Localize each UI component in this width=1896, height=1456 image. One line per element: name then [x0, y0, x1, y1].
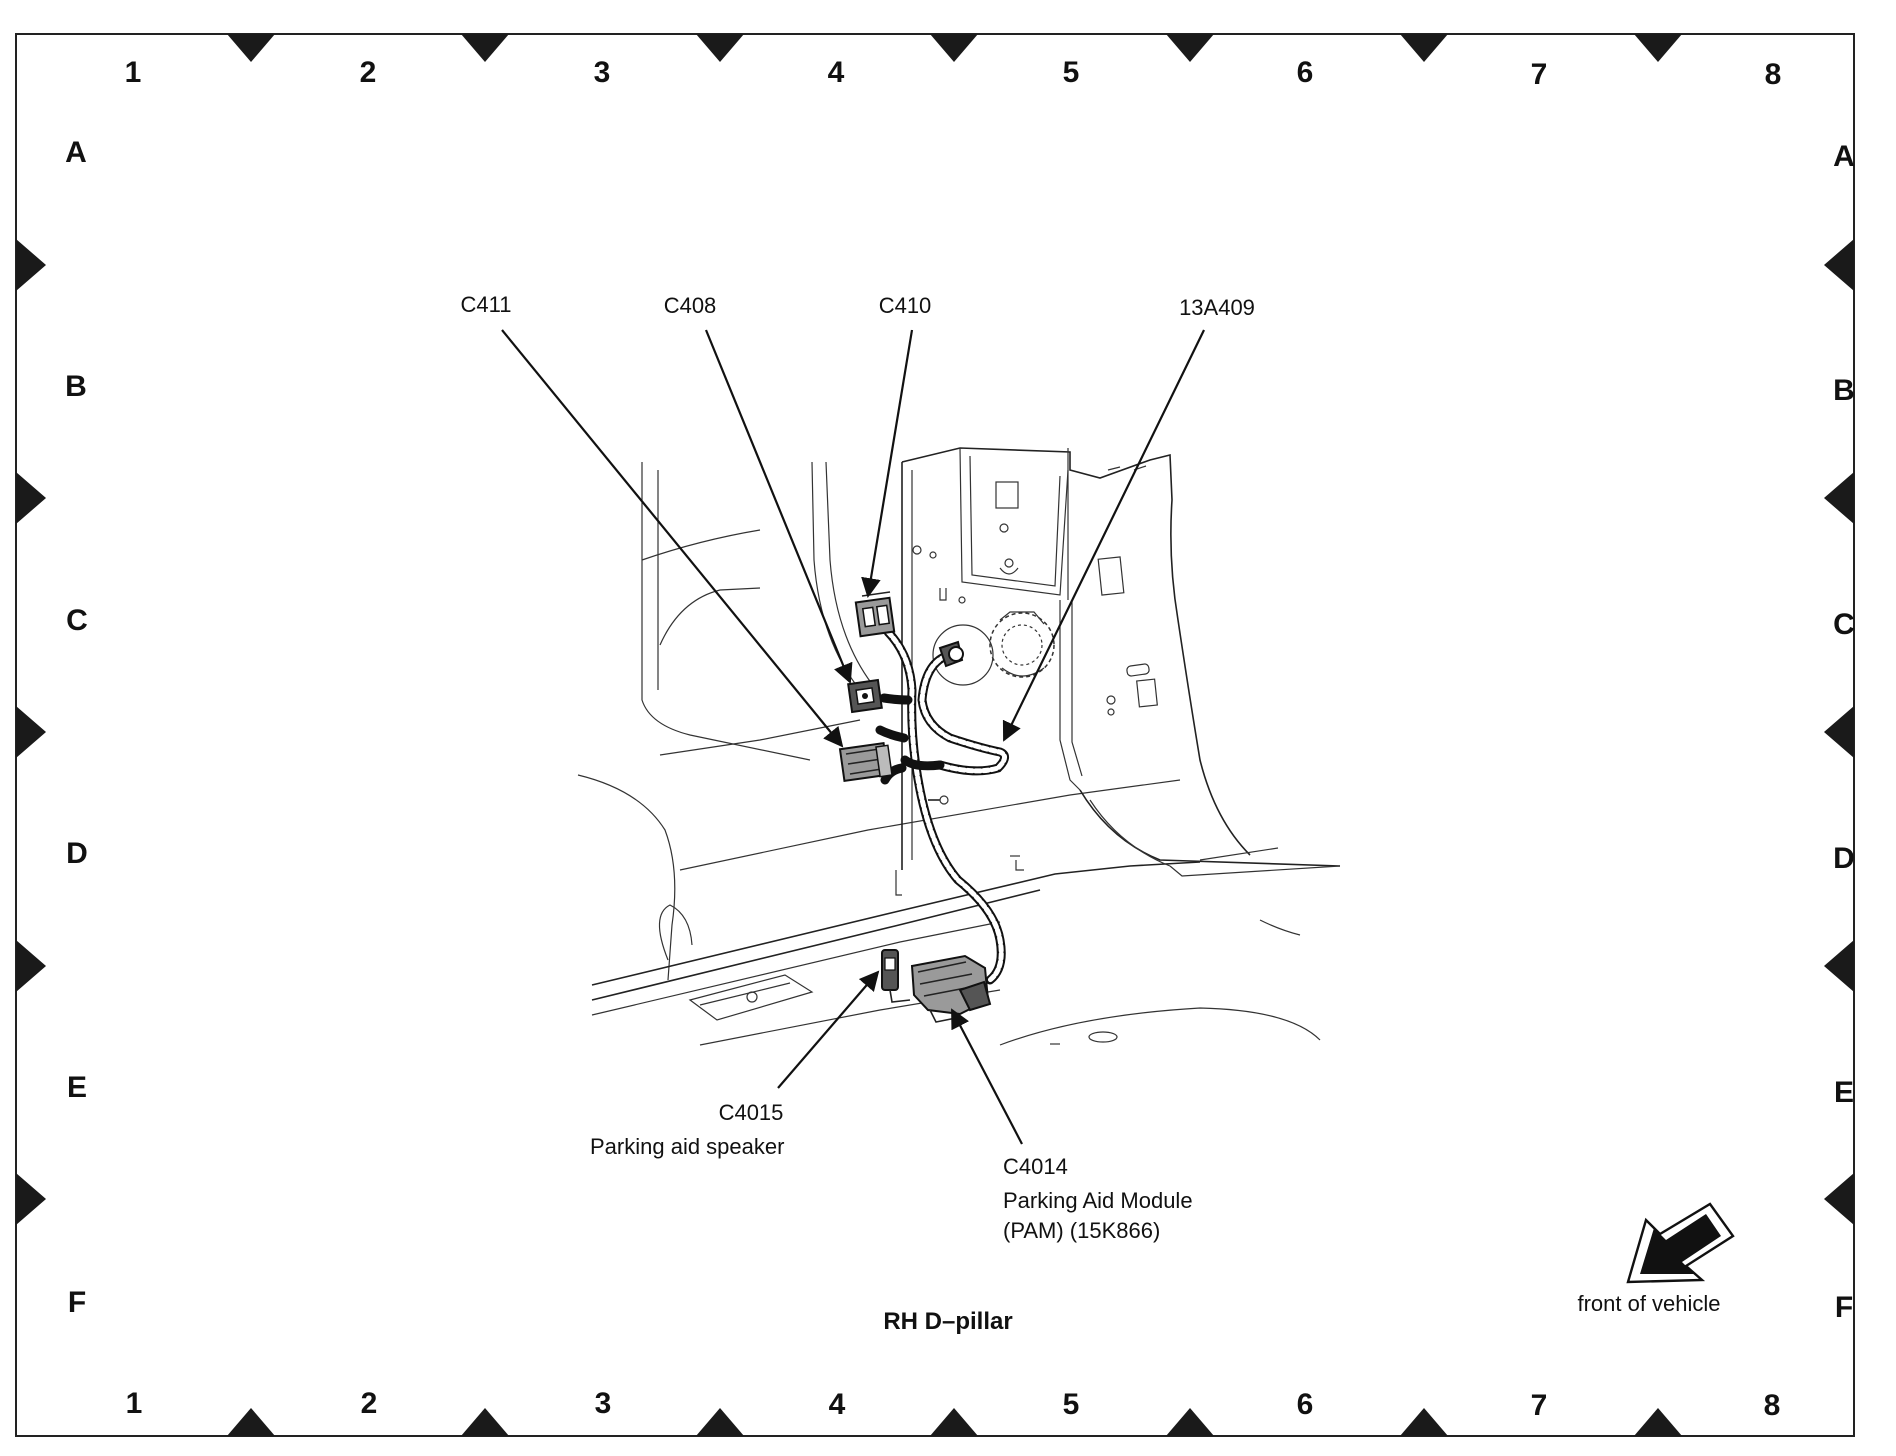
label-c410: C410 — [879, 293, 932, 318]
grid-row-right-C: C — [1833, 608, 1855, 641]
grid-row-left-E: E — [67, 1071, 87, 1104]
leader-c411 — [501, 329, 844, 748]
grid-tick-bottom-1 — [227, 1408, 275, 1436]
grid-tick-left-5 — [16, 1173, 46, 1225]
direction-arrow-icon — [1626, 1202, 1735, 1284]
grid-col-bottom-3: 3 — [595, 1387, 612, 1420]
grid-col-top-6: 6 — [1297, 56, 1314, 89]
grid-col-top-5: 5 — [1063, 56, 1080, 89]
grid-row-right-B: B — [1833, 374, 1855, 407]
grid-tick-left-1 — [16, 239, 46, 291]
grid-tick-bottom-5 — [1166, 1408, 1214, 1436]
grid-tick-right-2 — [1824, 472, 1854, 524]
page-frame — [15, 33, 1855, 1437]
label-c408: C408 — [664, 293, 717, 318]
grid-col-top-7: 7 — [1531, 58, 1548, 91]
leader-lines — [501, 329, 1205, 1145]
grid-tick-left-3 — [16, 706, 46, 758]
grid-row-left-F: F — [68, 1286, 86, 1319]
orientation-indicator: front of vehicle — [1577, 1202, 1735, 1316]
connector-c408 — [847, 678, 883, 714]
grid-tick-left-2 — [16, 472, 46, 524]
connector-c410 — [854, 591, 896, 638]
label-c411: C411 — [461, 292, 512, 317]
label-c4014-desc-1: Parking Aid Module — [1003, 1188, 1193, 1213]
connector-c411 — [838, 741, 893, 783]
grid-tick-right-3 — [1824, 706, 1854, 758]
grid-col-bottom-4: 4 — [829, 1388, 846, 1421]
grid-col-bottom-6: 6 — [1297, 1388, 1314, 1421]
grid-col-bottom-8: 8 — [1764, 1389, 1781, 1422]
label-c4014-desc-2: (PAM) (15K866) — [1003, 1218, 1160, 1243]
grid-row-right-A: A — [1833, 140, 1855, 173]
callout-labels: C411 C408 C410 13A409 C4015 Parking aid … — [461, 292, 1255, 1243]
grid-column-labels-top: 1 2 3 4 5 6 7 8 — [125, 56, 1782, 91]
leader-c410 — [861, 329, 914, 598]
label-c4015-desc: Parking aid speaker — [590, 1134, 784, 1159]
grid-row-left-C: C — [66, 604, 88, 637]
grid-row-left-A: A — [65, 136, 87, 169]
leader-13a409 — [1002, 329, 1205, 742]
grid-tick-top-3 — [696, 34, 744, 62]
grid-tick-top-1 — [227, 34, 275, 62]
grid-column-labels-bottom: 1 2 3 4 5 6 7 8 — [126, 1387, 1781, 1422]
wiring-harness-13a409 — [875, 627, 1009, 985]
leader-c4015 — [777, 970, 880, 1089]
diagram-title: RH D–pillar — [883, 1308, 1012, 1335]
grid-tick-right-5 — [1824, 1173, 1854, 1225]
label-13a409: 13A409 — [1179, 295, 1255, 320]
grid-tick-top-4 — [930, 34, 978, 62]
connector-c4015-speaker — [881, 949, 911, 1003]
grid-row-right-F: F — [1835, 1291, 1853, 1324]
grid-tick-bottom-3 — [696, 1408, 744, 1436]
grid-col-bottom-5: 5 — [1063, 1388, 1080, 1421]
grid-tick-top-6 — [1400, 34, 1448, 62]
grid-col-bottom-2: 2 — [361, 1387, 378, 1420]
grid-tick-bottom-2 — [461, 1408, 509, 1436]
front-of-vehicle-label: front of vehicle — [1577, 1291, 1720, 1316]
grid-tick-right-4 — [1824, 940, 1854, 992]
grid-row-left-D: D — [66, 837, 88, 870]
grid-col-bottom-1: 1 — [126, 1387, 143, 1420]
grid-col-top-1: 1 — [125, 56, 142, 89]
connector-c4014-pam — [910, 954, 992, 1023]
grid-tick-bottom-4 — [930, 1408, 978, 1436]
leader-c4014 — [951, 1008, 1023, 1145]
grid-row-right-D: D — [1833, 842, 1855, 875]
grid-row-labels-right: A B C D E F — [1833, 140, 1855, 1324]
grid-col-top-8: 8 — [1765, 58, 1782, 91]
grid-col-top-3: 3 — [594, 56, 611, 89]
grid-ticks — [16, 34, 1854, 1436]
grid-row-right-E: E — [1834, 1076, 1854, 1109]
grid-row-labels-left: A B C D E F — [65, 136, 88, 1319]
grid-tick-left-4 — [16, 940, 46, 992]
label-c4014: C4014 — [1003, 1154, 1068, 1179]
label-c4015: C4015 — [719, 1100, 784, 1125]
grid-tick-bottom-6 — [1400, 1408, 1448, 1436]
grid-tick-top-7 — [1634, 34, 1682, 62]
grid-tick-right-1 — [1824, 239, 1854, 291]
grid-row-left-B: B — [65, 370, 87, 403]
grid-tick-bottom-7 — [1634, 1408, 1682, 1436]
grid-col-top-2: 2 — [360, 56, 377, 89]
grid-tick-top-5 — [1166, 34, 1214, 62]
grid-tick-top-2 — [461, 34, 509, 62]
d-pillar-body-drawing — [577, 447, 1341, 1046]
grid-col-bottom-7: 7 — [1531, 1389, 1548, 1422]
leader-c408 — [704, 329, 853, 684]
grid-col-top-4: 4 — [828, 56, 845, 89]
